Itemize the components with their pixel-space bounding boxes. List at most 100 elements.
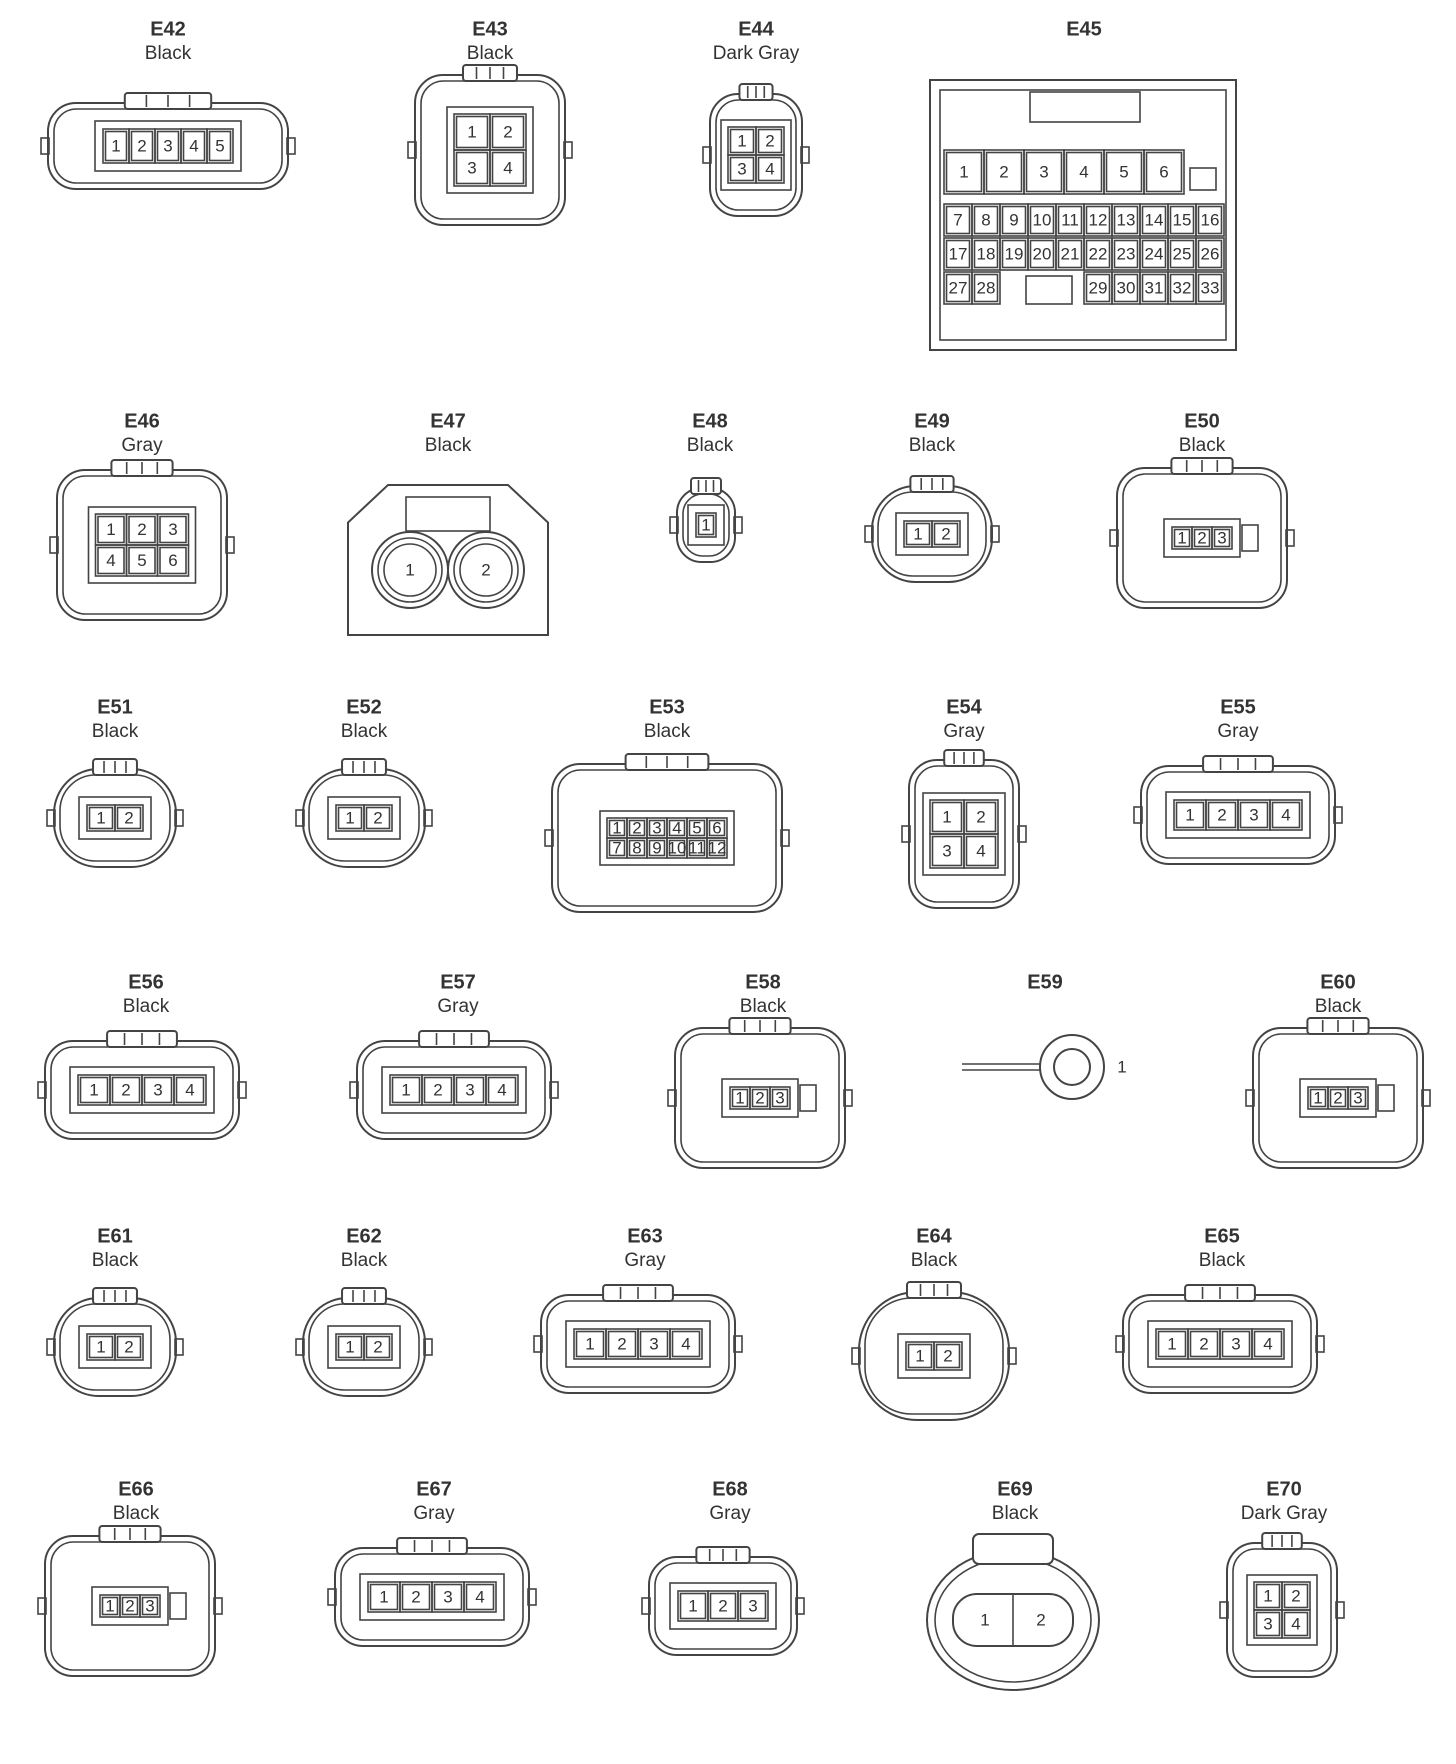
connector-color: Black [740, 996, 787, 1017]
pin-28: 28 [977, 278, 996, 297]
pin-6: 6 [712, 818, 721, 837]
pin-1: 1 [585, 1334, 594, 1353]
connector-id: E57 [440, 971, 476, 993]
pin-1: 1 [105, 1596, 114, 1615]
pin-1: 1 [1313, 1088, 1322, 1107]
connector-color: Gray [943, 721, 985, 742]
pin-12: 12 [708, 838, 727, 857]
pin-4: 4 [976, 841, 985, 860]
connector-id: E50 [1184, 410, 1220, 432]
pin-3: 3 [1249, 805, 1258, 824]
pin-3: 3 [168, 520, 177, 539]
pin-4: 4 [1281, 805, 1290, 824]
pin-10: 10 [668, 838, 687, 857]
pin-1: 1 [1177, 528, 1186, 547]
connector-id: E48 [692, 410, 728, 432]
pin-3: 3 [942, 841, 951, 860]
pin-7: 7 [953, 210, 962, 229]
pin-5: 5 [692, 818, 701, 837]
connector-id: E53 [649, 696, 685, 718]
pin-10: 10 [1033, 210, 1052, 229]
connector-id: E68 [712, 1478, 748, 1500]
pin-2: 2 [1199, 1334, 1208, 1353]
connector-color: Black [909, 435, 956, 456]
pin-2: 2 [1291, 1586, 1300, 1605]
connector-id: E61 [97, 1225, 133, 1247]
pin-4: 4 [681, 1334, 690, 1353]
pin-1: 1 [1263, 1586, 1272, 1605]
pin-1: 1 [701, 515, 710, 534]
pin-4: 4 [1291, 1614, 1300, 1633]
connector-color: Black [911, 1250, 958, 1271]
pin-3: 3 [443, 1587, 452, 1606]
pin-2: 2 [1333, 1088, 1342, 1107]
pin-1: 1 [737, 131, 746, 150]
pin-4: 4 [672, 818, 681, 837]
pin-8: 8 [981, 210, 990, 229]
pin-2: 2 [1197, 528, 1206, 547]
pin-29: 29 [1089, 278, 1108, 297]
pin-1: 1 [379, 1587, 388, 1606]
pin-3: 3 [1263, 1614, 1272, 1633]
pin-14: 14 [1145, 210, 1164, 229]
connector-color: Dark Gray [1241, 1503, 1328, 1524]
pin-2: 2 [976, 807, 985, 826]
pin-2: 2 [137, 136, 146, 155]
pin-3: 3 [737, 159, 746, 178]
pin-26: 26 [1201, 244, 1220, 263]
pin-1: 1 [612, 818, 621, 837]
pin-3: 3 [1217, 528, 1226, 547]
connector-color: Black [123, 996, 170, 1017]
connector-color: Black [341, 1250, 388, 1271]
pin-27: 27 [949, 278, 968, 297]
pin-1: 1 [1185, 805, 1194, 824]
connector-id: E47 [430, 410, 466, 432]
pin-31: 31 [1145, 278, 1164, 297]
pin-12: 12 [1089, 210, 1108, 229]
pin-1: 1 [1167, 1334, 1176, 1353]
pin-1: 1 [942, 807, 951, 826]
pin-11: 11 [1061, 210, 1079, 229]
pin-24: 24 [1145, 244, 1164, 263]
connector-color: Black [1315, 996, 1362, 1017]
connector-color: Gray [1217, 721, 1259, 742]
pin-1: 1 [959, 162, 968, 181]
pin-4: 4 [106, 551, 115, 570]
pin-1: 1 [405, 560, 414, 579]
pin-2: 2 [617, 1334, 626, 1353]
pin-5: 5 [1119, 162, 1128, 181]
pin-4: 4 [189, 136, 198, 155]
pin-5: 5 [137, 551, 146, 570]
connector-color: Black [1179, 435, 1226, 456]
pin-4: 4 [1079, 162, 1088, 181]
pin-2: 2 [481, 560, 490, 579]
pin-1: 1 [345, 1337, 354, 1356]
connector-color: Black [1199, 1250, 1246, 1271]
pin-19: 19 [1005, 244, 1024, 263]
pin-2: 2 [999, 162, 1008, 181]
connector-id: E58 [745, 971, 781, 993]
pin-2: 2 [121, 1080, 130, 1099]
pin-2: 2 [373, 1337, 382, 1356]
pin-18: 18 [977, 244, 996, 263]
pin-2: 2 [137, 520, 146, 539]
connector-color: Black [92, 1250, 139, 1271]
pin-3: 3 [775, 1088, 784, 1107]
pin-25: 25 [1173, 244, 1192, 263]
connector-id: E70 [1266, 1478, 1302, 1500]
pin-2: 2 [503, 122, 512, 141]
pin-4: 4 [1263, 1334, 1272, 1353]
pin-2: 2 [755, 1088, 764, 1107]
connector-id: E51 [97, 696, 133, 718]
